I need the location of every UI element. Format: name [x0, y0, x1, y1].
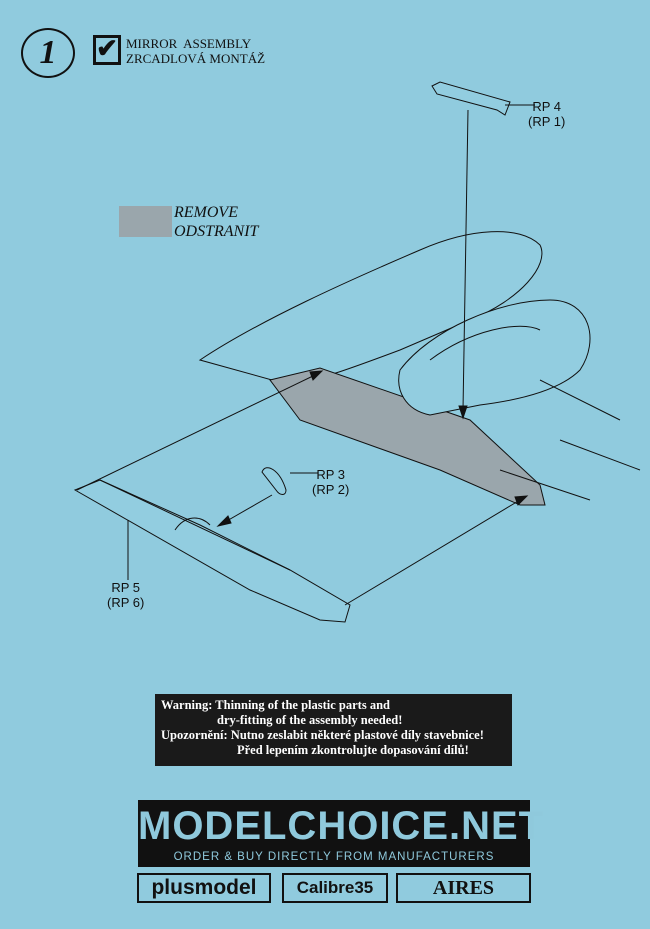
part-label-rp5: RP 5 (RP 6)	[107, 580, 144, 610]
brand-tagline: ORDER & BUY DIRECTLY FROM MANUFACTURERS	[173, 851, 495, 863]
aires-logo: AIRES	[396, 873, 531, 903]
step-number: 1	[21, 28, 75, 78]
part-alt: (RP 1)	[528, 114, 566, 129]
removed-area	[269, 367, 546, 506]
rp3-part	[261, 467, 287, 495]
plusmodel-logo: plusmodel	[137, 873, 271, 903]
modelchoice-banner[interactable]: MODELCHOICE.NET ORDER & BUY DIRECTLY FRO…	[138, 800, 545, 867]
title-cz: ZRCADLOVÁ MONTÁŽ	[126, 51, 266, 66]
title-en: MIRROR ASSEMBLY	[126, 36, 252, 51]
remove-swatch	[119, 206, 172, 237]
remove-cz: ODSTRANIT	[174, 223, 259, 240]
part-number: RP 4	[532, 99, 561, 114]
warning-line: dry-fitting of the assembly needed!	[217, 713, 403, 727]
remove-en: REMOVE	[174, 204, 238, 221]
step-title: MIRROR ASSEMBLY ZRCADLOVÁ MONTÁŽ	[126, 36, 265, 66]
brand-name: MODELCHOICE.NET	[138, 804, 545, 848]
engine-nacelle	[398, 299, 591, 416]
part-number: RP 3	[316, 467, 345, 482]
remove-legend: REMOVE ODSTRANIT	[174, 203, 258, 241]
fuselage	[198, 231, 543, 386]
part-alt: (RP 2)	[312, 482, 350, 497]
part-number: RP 5	[111, 580, 140, 595]
part-label-rp3: RP 3 (RP 2)	[312, 467, 349, 497]
checkbox-icon: ✔	[93, 35, 121, 65]
assembly-diagram	[73, 81, 641, 623]
warning-line: Před lepením zkontrolujte dopasování díl…	[237, 743, 469, 757]
part-label-rp4: RP 4 (RP 1)	[528, 99, 565, 129]
part-alt: (RP 6)	[107, 595, 145, 610]
warning-line: Upozornění: Nutno zeslabit některé plast…	[161, 728, 484, 742]
warning-box: Warning: Thinning of the plastic parts a…	[155, 694, 512, 766]
outer-wing-part	[73, 479, 351, 623]
warning-line: Warning: Thinning of the plastic parts a…	[161, 698, 390, 712]
rp4-part	[431, 81, 511, 116]
calibre-logo: Calibre35	[282, 873, 388, 903]
